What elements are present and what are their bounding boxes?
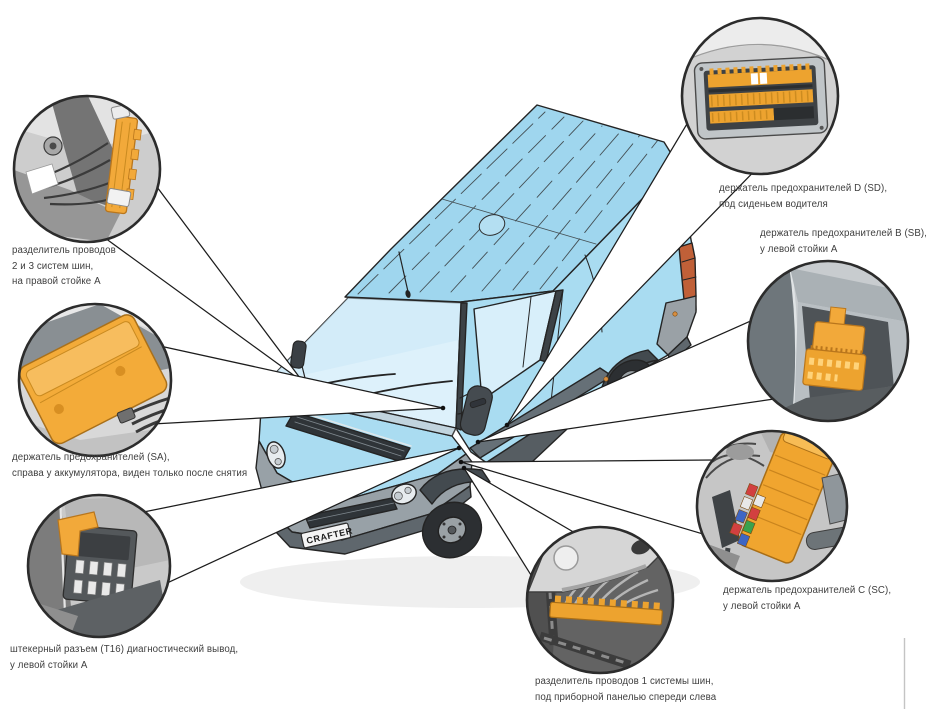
leader-wedges (106, 123, 774, 584)
callout-circle-fuse-holder-sb (746, 259, 910, 423)
a-pillar (455, 302, 468, 431)
callout-circle-diag-connector-t16 (26, 493, 172, 639)
label-bus-splitter-1: разделитель проводов 1 системы шин, под п… (535, 674, 716, 705)
splitter-comb-orange (549, 595, 663, 626)
label-fuse-holder-sb: держатель предохранителей B (SB), у левой… (760, 226, 926, 257)
leader-wedge-fill (157, 346, 443, 424)
pillar-fuse-holder-orange (802, 306, 867, 392)
callout-circle-bus-splitter-23 (12, 94, 162, 244)
target-dot (504, 422, 510, 428)
mirror-right (290, 340, 307, 383)
leader-wedge-fill (507, 123, 752, 426)
label-line: под сиденьем водителя (719, 198, 828, 210)
rear-bumper (656, 295, 697, 356)
label-line: держатель предохранителей B (SB), (760, 228, 926, 239)
seat-fuse-panel (693, 56, 829, 140)
leader-line (106, 238, 304, 383)
leader-line (460, 459, 713, 463)
leader-line (460, 461, 703, 535)
leader-line (477, 398, 774, 443)
callout-circle-fuse-holder-sd (680, 16, 840, 176)
leader-line (463, 467, 532, 576)
label-line: разделитель проводов (12, 245, 116, 256)
callout-art-diag-connector-t16 (28, 495, 170, 637)
label-line: держатель предохранителей D (SD), (719, 183, 888, 194)
roof-vent (478, 214, 506, 236)
callout-circles (12, 16, 910, 675)
leader-wedge-fill (464, 468, 574, 576)
target-dot (456, 445, 462, 451)
callout-art-fuse-holder-sb (748, 261, 908, 421)
callout-circle-fuse-holder-sa (17, 302, 173, 458)
label-line: у левой стойки А (723, 600, 801, 612)
leader-line (506, 123, 688, 426)
leader-wedge-fill (144, 448, 459, 583)
leader-wedge-fill (106, 187, 303, 382)
label-fuse-holder-sc: держатель предохранителей C (SC), у левой… (723, 583, 891, 614)
target-dot (461, 465, 467, 471)
battery-fuse-cover-orange (19, 314, 168, 445)
roof-ribs (357, 111, 659, 295)
door-handle (469, 397, 487, 409)
target-dot (475, 439, 481, 445)
label-line: под приборной панелью спереди слева (535, 691, 717, 703)
target-dot (458, 459, 464, 465)
label-bus-splitter-23: разделитель проводов 2 и 3 систем шин, на … (12, 243, 116, 290)
leader-line (163, 346, 444, 409)
label-diag-connector-t16: штекерный разъем (Т16) диагностический в… (10, 642, 238, 673)
orange-bracket (57, 511, 99, 557)
label-line: справа у аккумулятора, виден только посл… (12, 467, 248, 479)
callout-circle-fuse-holder-sc (695, 429, 849, 583)
headlight-left (266, 441, 286, 469)
leader-wedge-fill (478, 321, 774, 442)
leader-line (506, 173, 753, 426)
label-line: 2 и 3 систем шин, (12, 260, 94, 272)
headlight-right (391, 483, 417, 505)
label-line: у левой стойки А (10, 659, 88, 671)
leader-wedge-fill (461, 459, 713, 534)
label-line: разделитель проводов 1 системы шин, (535, 676, 714, 687)
main-fuse-box-orange (729, 431, 836, 564)
leader-line (157, 407, 444, 425)
label-line: на правой стойке А (12, 276, 101, 287)
label-fuse-holder-sd: держатель предохранителей D (SD), под сид… (719, 181, 887, 212)
target-dot (440, 405, 446, 411)
leader-line (463, 467, 574, 533)
leader-line (157, 187, 304, 383)
callout-art-bus-splitter-23 (14, 96, 160, 242)
leader-line (167, 447, 460, 584)
leader-line (477, 320, 751, 443)
lower-grille (304, 497, 398, 529)
leader-line (144, 447, 460, 513)
antenna (398, 251, 410, 297)
label-line: держатель предохранителей C (SC), (723, 585, 892, 596)
label-fuse-holder-sa: держатель предохранителей (SA), справа у … (12, 450, 247, 481)
label-line: штекерный разъем (Т16) диагностический в… (10, 644, 239, 655)
label-line: у левой стойки А (760, 243, 838, 255)
callout-art-fuse-holder-sc (697, 431, 847, 581)
label-line: держатель предохранителей (SA), (12, 452, 170, 463)
